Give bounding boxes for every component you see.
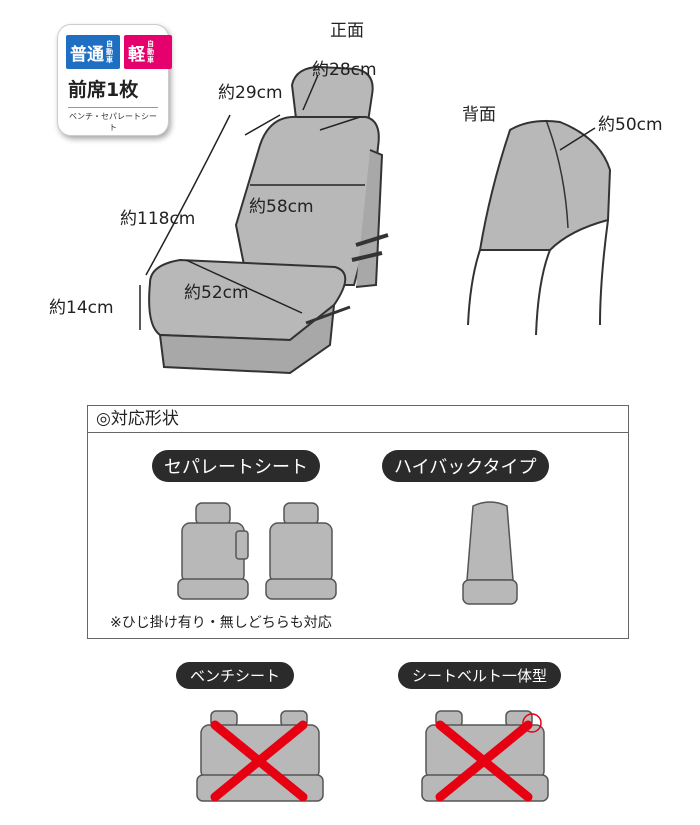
belt-integrated-label: シートベルト一体型	[398, 662, 562, 689]
armrest-note: ※ひじ掛け有り・無しどちらも対応	[110, 615, 332, 631]
compatible-heading: ◎対応形状	[88, 406, 628, 433]
dim-headrest-width: 約28cm	[312, 60, 377, 80]
back-view-label: 背面	[462, 105, 496, 125]
dim-seat-width: 約52cm	[184, 283, 249, 303]
back-seat-illustration	[467, 119, 612, 336]
dim-seat-thickness: 約14cm	[49, 298, 114, 318]
normal-car-label: 普通	[70, 44, 104, 65]
light-car-chip: 軽 自動車	[124, 35, 172, 69]
front-view-label: 正面	[330, 21, 364, 41]
compatible-shapes-section: ◎対応形状	[87, 405, 629, 639]
normal-car-chip: 普通 自動車	[66, 35, 120, 69]
front-seat-illustration	[139, 65, 389, 375]
highback-label: ハイバックタイプ	[382, 450, 549, 482]
seat-type-caption: ベンチ・セパレートシート	[68, 107, 158, 133]
separate-seat-illustration	[177, 502, 337, 600]
front-seat-count: 前席1枚	[68, 79, 139, 101]
light-car-label: 軽	[128, 44, 145, 65]
light-car-sub: 自動車	[147, 40, 154, 64]
dim-headrest-height: 約29cm	[218, 83, 283, 103]
dim-total-height: 約118cm	[120, 209, 196, 229]
vehicle-type-badge: 普通 自動車 軽 自動車 前席1枚 ベンチ・セパレートシート	[57, 24, 172, 136]
bench-seat-illustration	[196, 710, 324, 802]
separate-seat-label: セパレートシート	[152, 450, 320, 482]
dim-back-width: 約58cm	[249, 197, 314, 217]
normal-car-sub: 自動車	[106, 40, 113, 64]
dim-back-depth: 約50cm	[598, 115, 663, 135]
bench-seat-label: ベンチシート	[176, 662, 295, 689]
belt-integrated-seat-illustration	[421, 710, 549, 802]
highback-seat-illustration	[462, 501, 518, 605]
